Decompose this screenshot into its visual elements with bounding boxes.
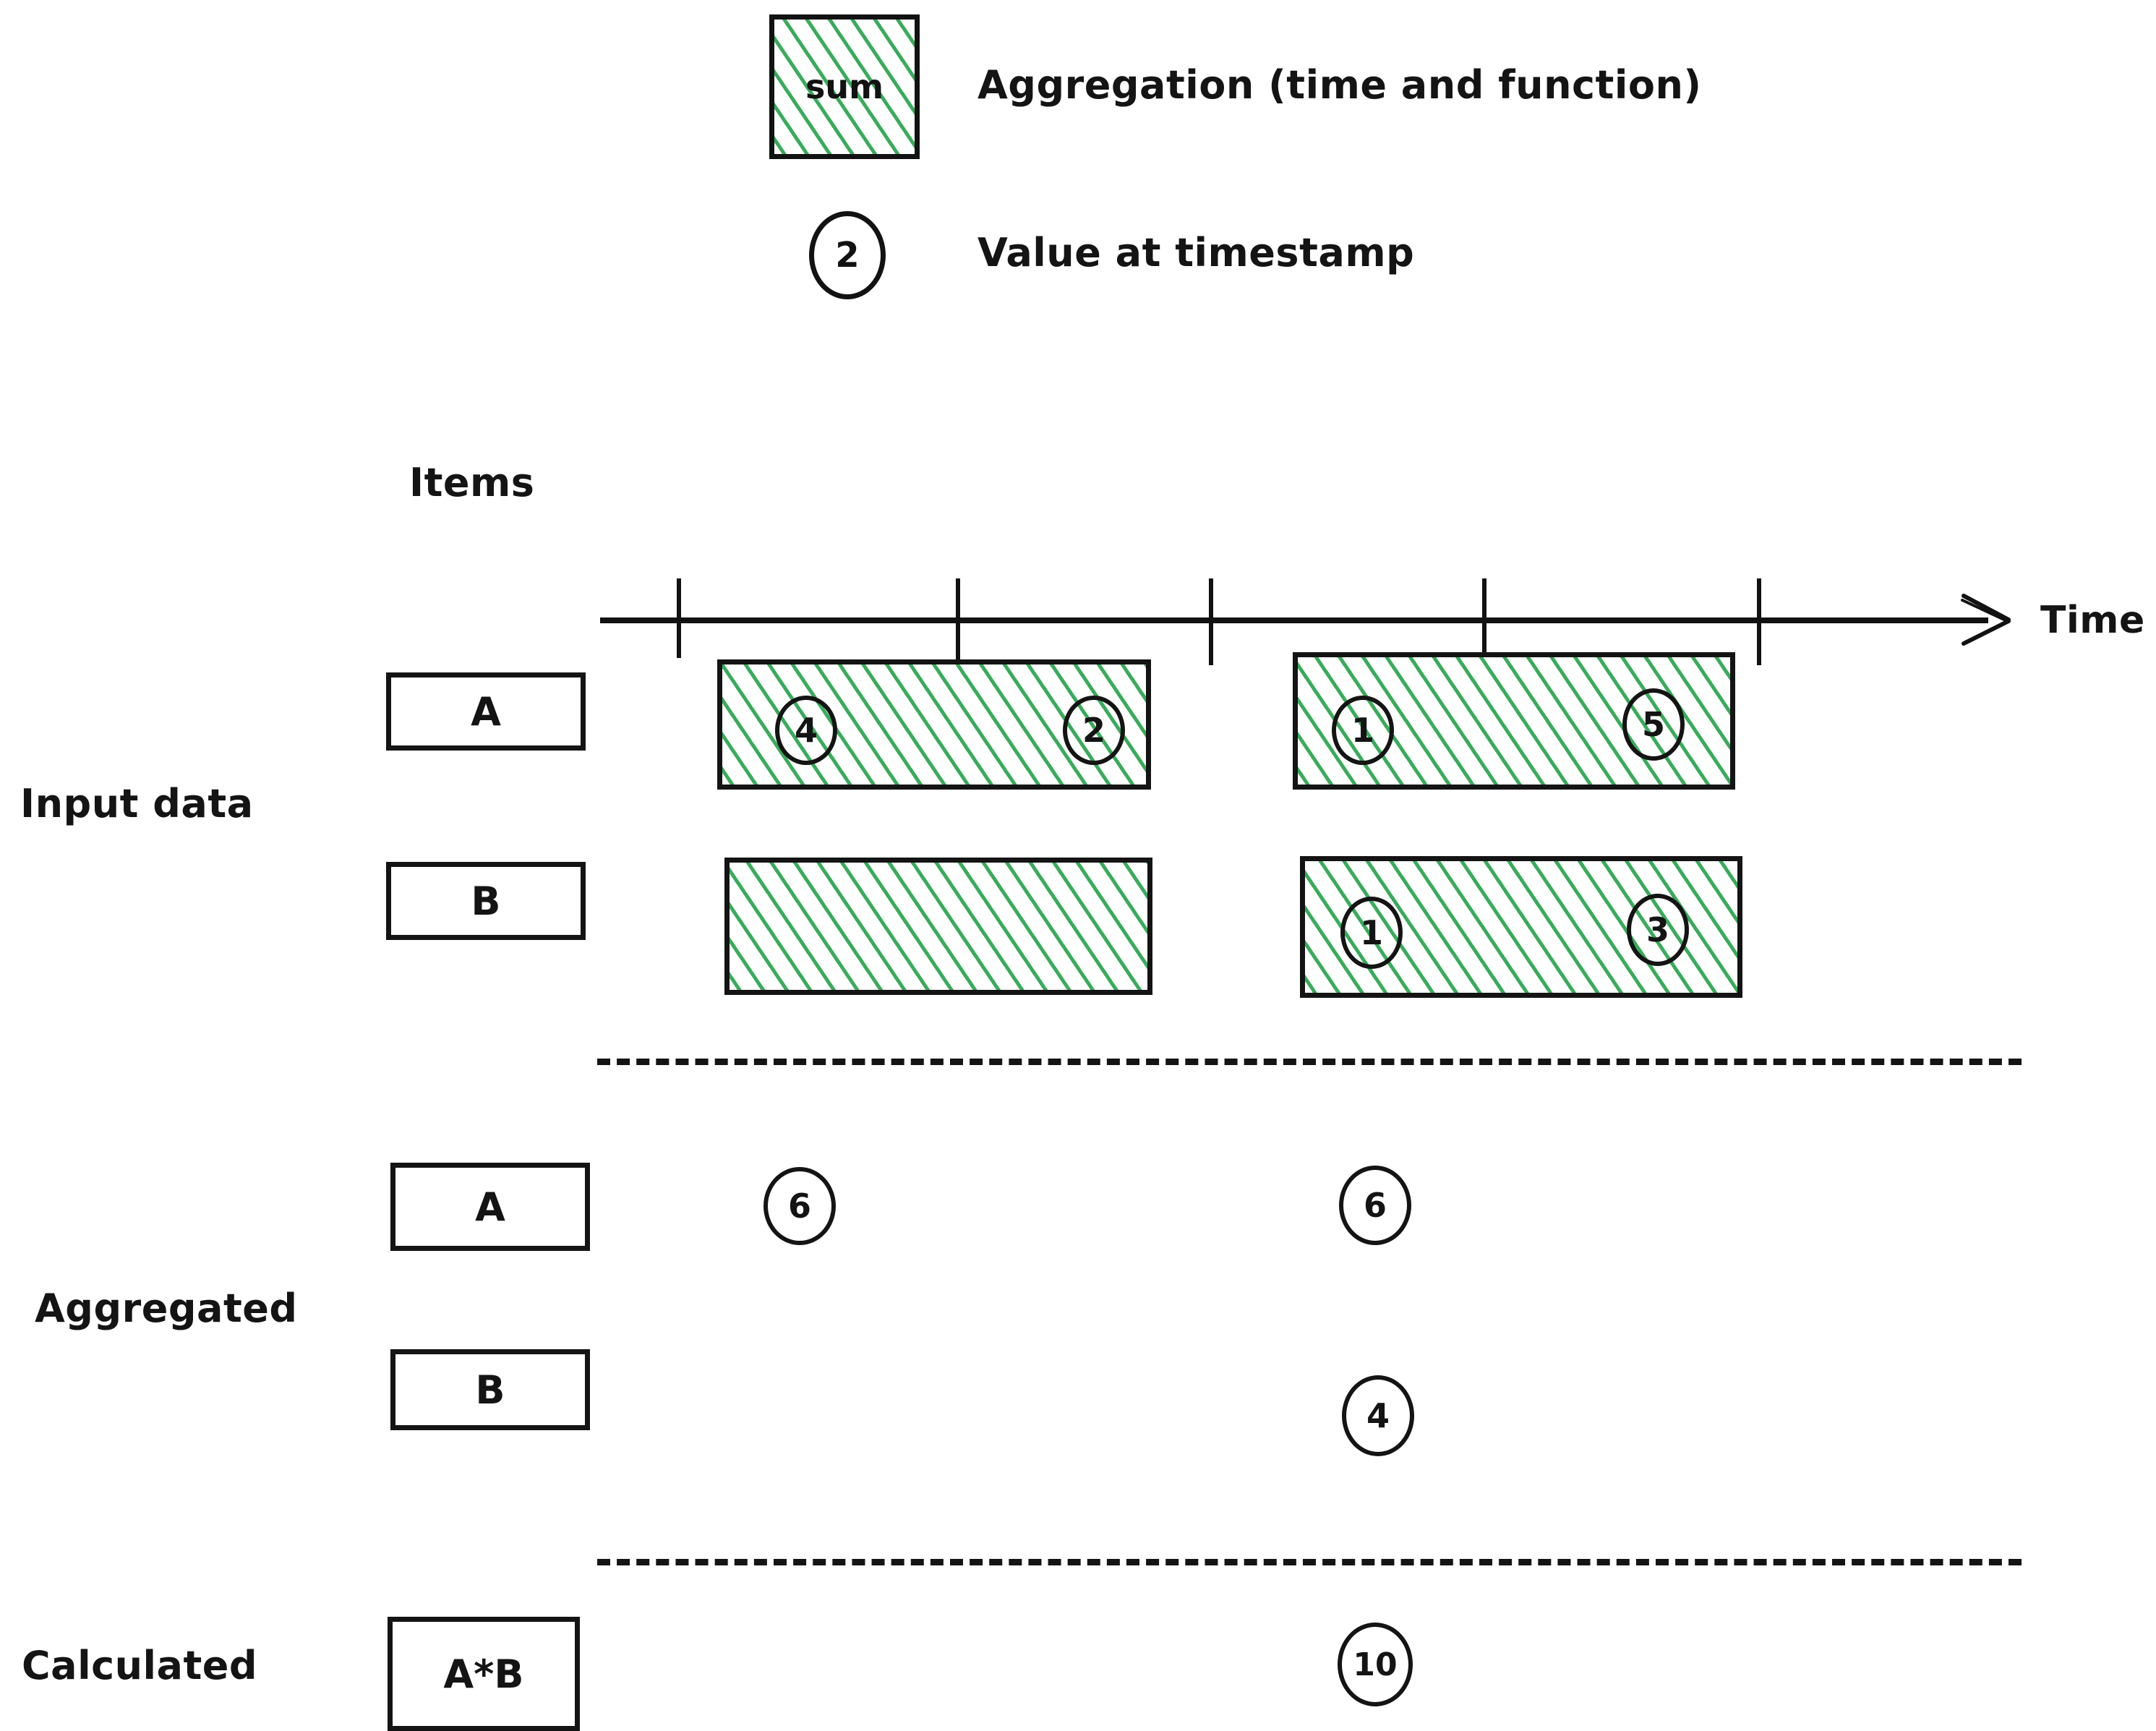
aggregation-window-b-1: [724, 858, 1152, 995]
legend-aggregation-label: Aggregation (time and function): [978, 62, 1702, 108]
value-circle: 5: [1622, 688, 1685, 761]
value-circle: 4: [775, 696, 837, 765]
timeline-tick: [677, 578, 681, 658]
timeline-time-label: Time: [2040, 599, 2145, 642]
value-circle: 1: [1332, 696, 1394, 765]
aggregated-value-circle: 4: [1342, 1375, 1414, 1456]
legend-value-circle-icon: 2: [809, 211, 886, 299]
section-label-aggregated: Aggregated: [35, 1286, 298, 1331]
value-circle-text: 6: [787, 1187, 811, 1226]
section-label-input-data: Input data: [20, 781, 254, 826]
value-circle-text: 1: [1359, 913, 1383, 952]
value-circle-text: 1: [1351, 711, 1374, 750]
value-circle: 2: [1063, 696, 1125, 765]
value-circle-text: 3: [1646, 910, 1669, 949]
legend-aggregation-swatch: sum: [769, 14, 920, 159]
item-box-aggregated-b: B: [390, 1349, 590, 1430]
timeline-tick: [1209, 578, 1213, 665]
arrow-right-icon: [1961, 591, 2019, 649]
item-box-calculated-ab-label: A*B: [443, 1651, 524, 1697]
calculated-value-circle: 10: [1338, 1623, 1413, 1706]
item-box-input-b: B: [386, 862, 586, 940]
value-circle: 3: [1627, 894, 1689, 966]
timeline-tick: [956, 578, 960, 672]
value-circle-text: 5: [1641, 705, 1665, 744]
item-box-aggregated-a: A: [390, 1163, 590, 1251]
section-label-calculated: Calculated: [22, 1643, 258, 1688]
timeline-tick: [1482, 578, 1486, 680]
timeline-axis: [600, 617, 1988, 623]
aggregation-window-a-1: [717, 659, 1151, 790]
section-divider: [597, 1059, 2022, 1065]
legend-value-label: Value at timestamp: [978, 230, 1415, 275]
value-circle-text: 4: [1366, 1396, 1390, 1435]
items-column-header: Items: [409, 460, 535, 505]
section-divider: [597, 1559, 2022, 1565]
legend-circle-value: 2: [835, 235, 860, 275]
item-box-input-b-label: B: [471, 878, 501, 924]
item-box-calculated-ab: A*B: [388, 1617, 580, 1731]
item-box-input-a-label: A: [471, 688, 501, 735]
legend-swatch-label: sum: [805, 67, 884, 106]
value-circle-text: 4: [794, 711, 818, 750]
value-circle: 1: [1340, 897, 1403, 969]
item-box-aggregated-a-label: A: [475, 1184, 505, 1230]
item-box-aggregated-b-label: B: [475, 1367, 505, 1413]
value-circle-text: 10: [1353, 1646, 1398, 1683]
item-box-input-a: A: [386, 672, 586, 751]
value-circle-text: 2: [1082, 711, 1105, 750]
aggregated-value-circle: 6: [1339, 1166, 1411, 1245]
value-circle-text: 6: [1363, 1186, 1387, 1225]
aggregated-value-circle: 6: [763, 1167, 836, 1245]
timeline-tick: [1757, 578, 1761, 665]
